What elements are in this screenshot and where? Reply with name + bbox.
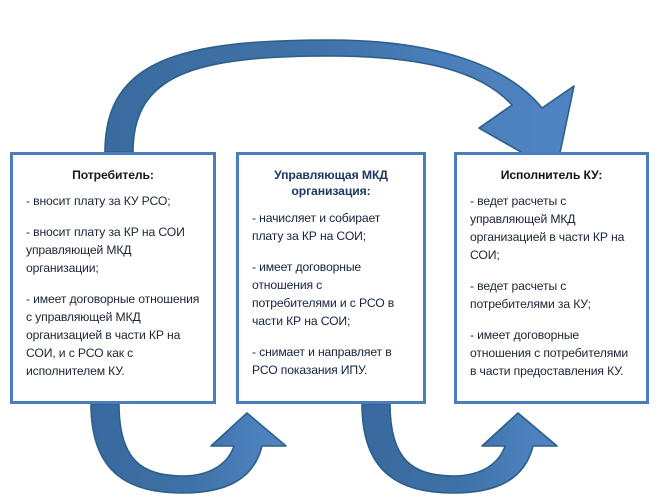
box-managing-organisation-item-1: - начисляет и собирает плату за КР на СО…: [252, 210, 381, 243]
box-performer-item-2: - ведет расчеты с потребителями за КУ;: [470, 279, 591, 312]
arrow-manager-to-performer: [361, 403, 558, 494]
box-consumer-body: - вносит плату за КУ РСО; - вносит плату…: [26, 193, 200, 380]
box-managing-organisation: Управляющая МКД организация: - начисляет…: [236, 152, 426, 404]
arrow-consumer-to-manager: [90, 403, 287, 494]
box-managing-organisation-title: Управляющая МКД организация:: [274, 168, 388, 199]
box-performer: Исполнитель КУ: - ведет расчеты с управл…: [454, 152, 649, 404]
box-consumer-item-2: - вносит плату за КР на СОИ управляющей …: [26, 225, 185, 276]
box-performer-item-3: - имеет договорные отношения с потребите…: [470, 328, 629, 378]
box-performer-item-1: - ведет расчеты с управляющей МКД органи…: [470, 194, 625, 263]
box-managing-organisation-item-3: - снимает и направляет в РСО показания И…: [252, 344, 392, 377]
box-consumer-title: Потребитель:: [72, 168, 154, 182]
box-consumer-item-3: - имеет договорные отношения с управляющ…: [26, 292, 200, 378]
box-consumer-item-1: - вносит плату за КУ РСО;: [26, 194, 171, 209]
box-managing-organisation-item-2: - имеет договорные отношения с потребите…: [252, 259, 395, 328]
box-performer-title: Исполнитель КУ:: [500, 168, 603, 182]
box-performer-body: - ведет расчеты с управляющей МКД органи…: [470, 193, 633, 380]
box-managing-organisation-body: - начисляет и собирает плату за КР на СО…: [252, 210, 410, 380]
box-consumer: Потребитель: - вносит плату за КУ РСО; -…: [10, 152, 216, 404]
